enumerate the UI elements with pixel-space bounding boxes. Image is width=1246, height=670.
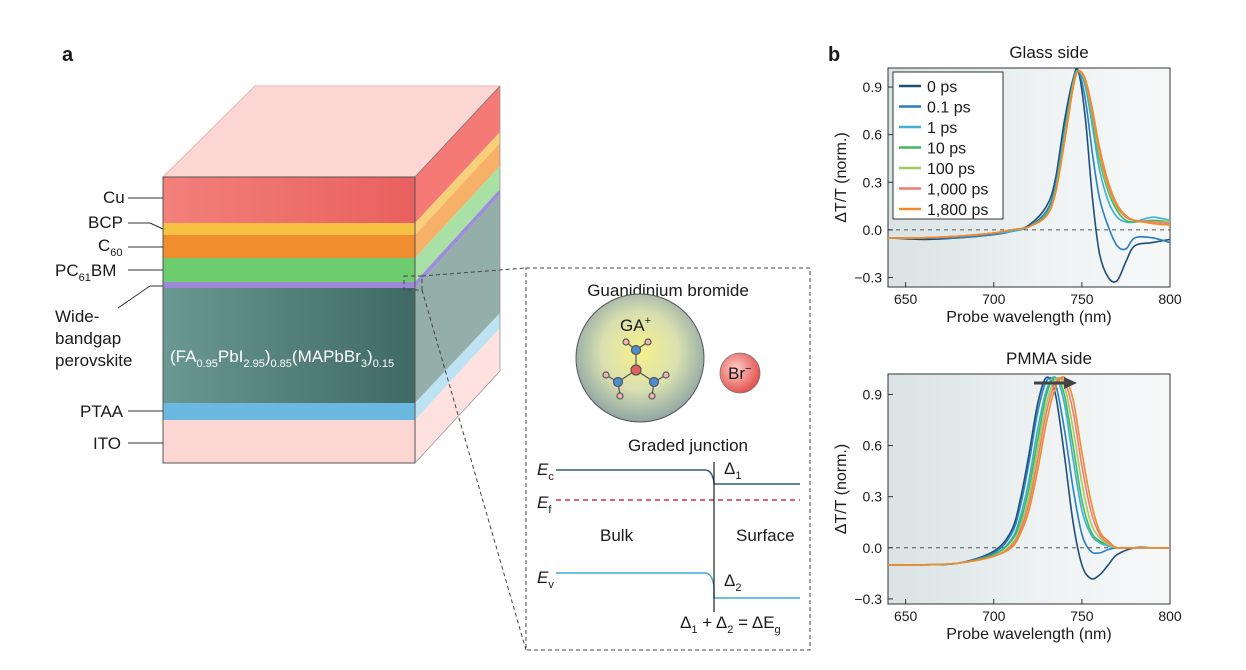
valence-band-line [556,572,800,599]
x-tick-label: 650 [894,291,918,307]
x-tick-label: 800 [1158,291,1182,307]
x-axis-title: Probe wavelength (nm) [946,309,1111,326]
perovskite-formula: (FA0.95PbI2.95)0.85(MAPbBr3)0.15 [170,347,394,370]
y-tick-label: 0.6 [863,127,883,143]
y-tick-label: 0.3 [863,489,883,505]
x-tick-label: 700 [982,608,1006,624]
ga-cation-label: GA+ [620,315,651,335]
delta2-label: Δ2 [724,571,741,594]
br-anion-sphere [719,352,761,394]
y-axis-title: ΔT/T (norm.) [833,444,850,534]
legend-entry: 1,000 ps [927,182,988,199]
legend-entry: 0.1 ps [927,100,971,117]
x-tick-label: 750 [1070,608,1094,624]
panel-a-letter: a [62,44,74,66]
layer-label-bcp: BCP [88,213,123,232]
zoom-callout [403,267,811,651]
x-tick-label: 650 [894,608,918,624]
y-tick-label: −0.3 [854,269,882,285]
y-tick-label: 0.6 [863,438,883,454]
layer-label-pc61bm: PC61BM [55,261,116,284]
ec-label: Ec [537,460,554,483]
guanidinium-molecule-icon [602,338,670,400]
chart-title: Glass side [1009,43,1088,62]
layer-label-perovskite-2: bandgap [55,329,121,348]
legend-entry: 1,800 ps [927,202,988,219]
chart-title: PMMA side [1006,349,1092,368]
series-line-0 [887,376,1170,580]
inset-title: Guanidinium bromide [587,281,749,300]
graded-junction-title: Graded junction [628,436,748,455]
bulk-label: Bulk [600,526,634,545]
inset-panel: Guanidinium bromide GA+ Br− Graded junct… [537,281,800,636]
ef-label: Ef [537,493,552,516]
layer-label-ito: ITO [93,434,121,453]
legend-box [892,71,1004,220]
series-line-6 [887,70,1171,239]
redshift-arrow-icon [1034,377,1077,389]
y-tick-label: 0.9 [863,386,883,402]
y-tick-label: 0.0 [863,540,883,556]
surface-label: Surface [736,526,795,545]
legend-entry: 100 ps [927,161,975,178]
ev-label: Ev [537,568,554,591]
device-stack [161,85,502,464]
panel-b-letter: b [828,44,841,66]
ga-cation-sphere [575,293,705,423]
series-line-6 [887,376,1170,566]
x-tick-label: 750 [1070,291,1094,307]
conduction-band-line [556,469,800,485]
legend-entry: 0 ps [927,79,957,96]
y-axis-title: ΔT/T (norm.) [833,132,850,222]
legend-entry: 1 ps [927,120,957,137]
x-axis-title: Probe wavelength (nm) [946,626,1111,643]
layer-label-perovskite-1: Wide- [55,307,99,326]
layer-labels: Cu BCP C60 PC61BM Wide- bandgap perovski… [55,188,164,453]
layer-label-ptaa: PTAA [80,402,124,421]
y-tick-label: 0.0 [863,222,883,238]
legend-entry: 10 ps [927,141,966,158]
x-tick-label: 700 [982,291,1006,307]
energy-equation: Δ1 + Δ2 = ΔEg [680,613,781,636]
layer-label-c60: C60 [98,236,123,259]
layer-label-perovskite-3: perovskite [55,351,132,370]
x-tick-label: 800 [1158,608,1182,624]
y-tick-label: 0.9 [863,79,883,95]
br-anion-label: Br− [728,363,751,383]
layer-label-cu: Cu [103,188,125,207]
delta1-label: Δ1 [724,459,741,482]
y-tick-label: 0.3 [863,174,883,190]
y-tick-label: −0.3 [854,591,882,607]
